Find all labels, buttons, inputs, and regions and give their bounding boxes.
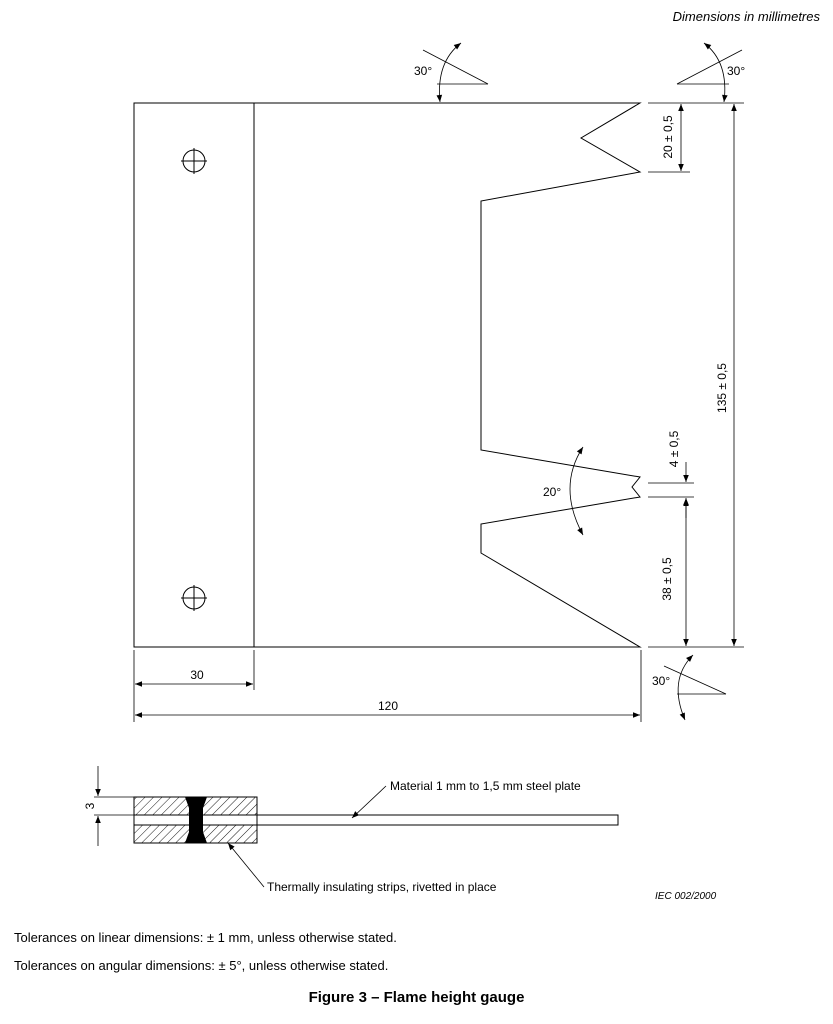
- units-note: Dimensions in millimetres: [672, 9, 820, 24]
- gauge-outline: [133, 102, 642, 648]
- dimension-overall-width: 120: [135, 699, 640, 718]
- reference-code: IEC 002/2000: [655, 891, 717, 902]
- dim-handle-width-label: 30: [190, 668, 204, 682]
- dim-overall-height-label: 135 ± 0,5: [715, 363, 729, 413]
- angle-label-top-left: 30°: [414, 64, 432, 78]
- angle-callout-bottom-right: 30°: [652, 654, 727, 721]
- extension-lines-bottom: [133, 650, 642, 722]
- cross-section-view: [133, 796, 619, 844]
- dimension-strip-thickness: 3: [83, 766, 134, 846]
- dim-top-notch-label: 20 ± 0,5: [661, 115, 675, 159]
- leader-strips: Thermally insulating strips, rivetted in…: [227, 842, 497, 894]
- dimension-middle-gap: 4 ± 0,5: [667, 430, 689, 518]
- dimension-handle-width: 30: [135, 668, 253, 687]
- leader-material: Material 1 mm to 1,5 mm steel plate: [351, 779, 581, 819]
- dimension-top-notch: 20 ± 0,5: [661, 104, 684, 171]
- angle-callout-top-left: 30°: [414, 42, 489, 103]
- dimension-overall-height: 135 ± 0,5: [715, 104, 737, 646]
- dim-middle-gap-label: 4 ± 0,5: [667, 430, 681, 467]
- dim-lower-section-label: 38 ± 0,5: [660, 557, 674, 601]
- dim-overall-width-label: 120: [378, 699, 398, 713]
- rivet-hole-top: [181, 148, 207, 174]
- angle-label-top-right: 30°: [727, 64, 745, 78]
- angle-label-middle: 20°: [543, 485, 561, 499]
- figure-caption: Figure 3 – Flame height gauge: [308, 989, 525, 1006]
- extension-lines-right: [648, 102, 744, 648]
- angle-label-bottom-right: 30°: [652, 674, 670, 688]
- material-label: Material 1 mm to 1,5 mm steel plate: [390, 779, 581, 793]
- dimension-lower-section: 38 ± 0,5: [660, 499, 689, 646]
- dim-strip-thickness-label: 3: [83, 802, 97, 809]
- angular-tolerance-note: Tolerances on angular dimensions: ± 5°, …: [14, 958, 389, 973]
- rivet-hole-bottom: [181, 585, 207, 611]
- linear-tolerance-note: Tolerances on linear dimensions: ± 1 mm,…: [14, 930, 397, 945]
- rivet-section: [185, 797, 207, 843]
- angle-callout-middle: 20°: [543, 446, 584, 536]
- strips-label: Thermally insulating strips, rivetted in…: [267, 880, 497, 894]
- angle-callout-top-right: 30°: [676, 42, 745, 103]
